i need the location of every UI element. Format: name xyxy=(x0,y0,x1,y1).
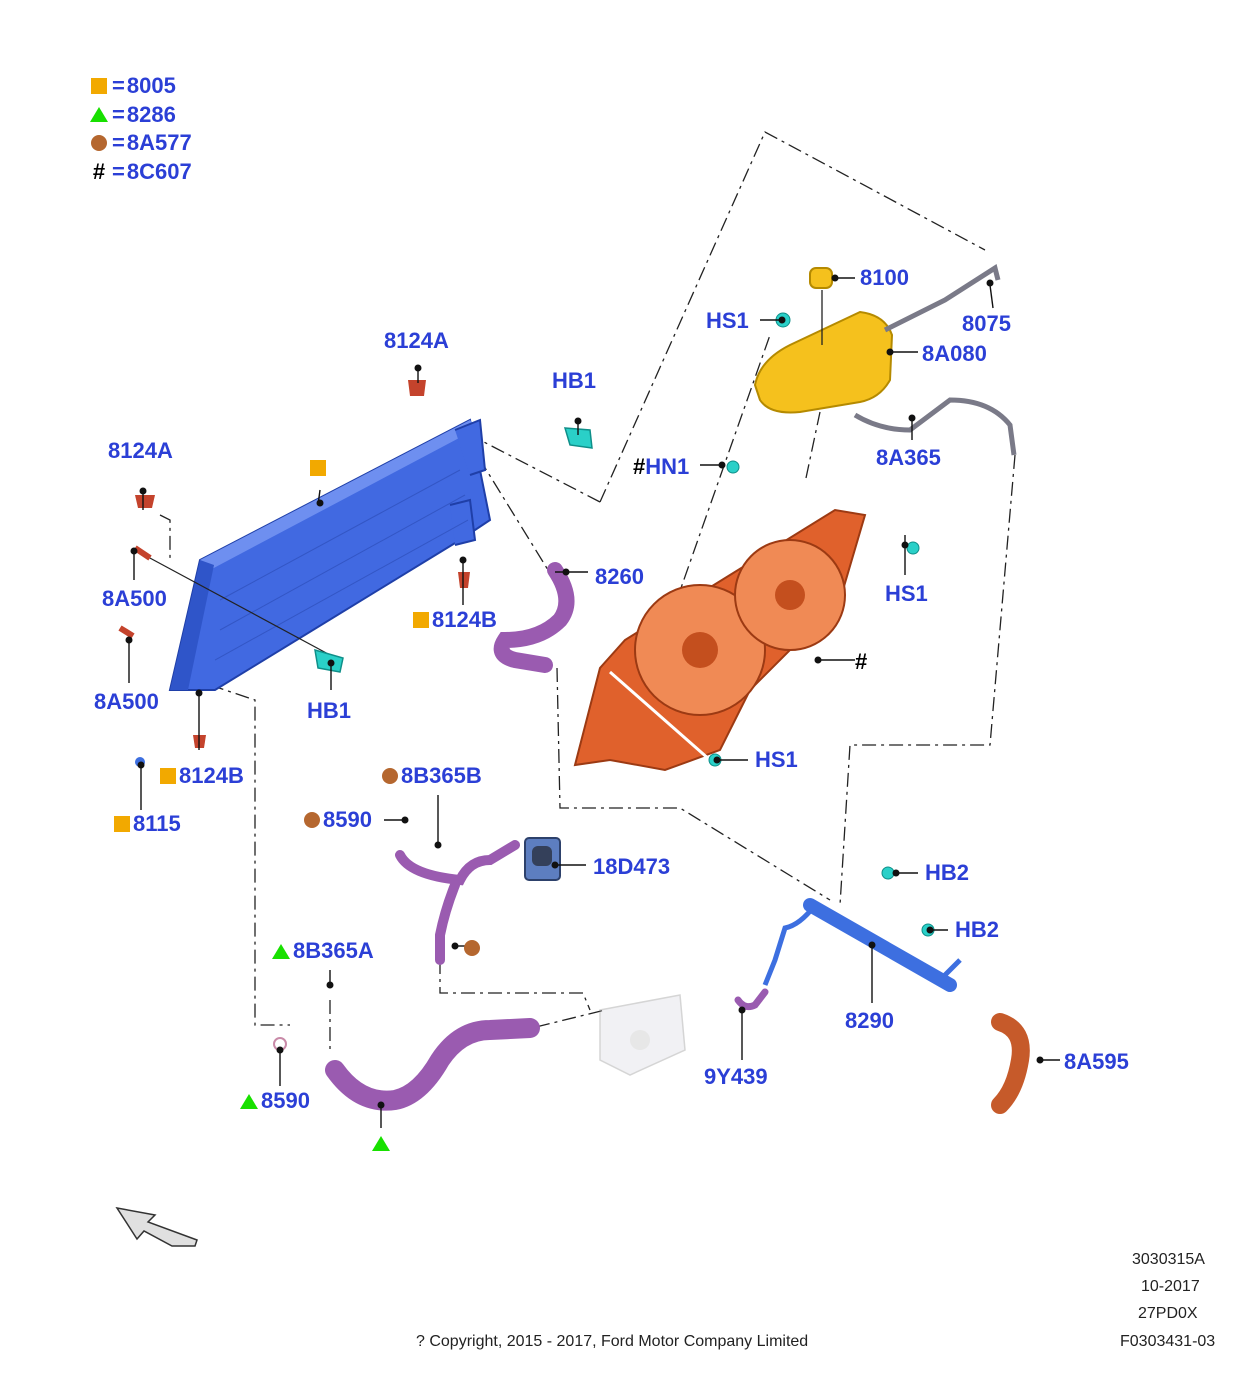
legend-row-circle: = 8A577 xyxy=(88,129,192,158)
callout-8124A-top: 8124A xyxy=(384,328,449,353)
fasteners xyxy=(118,312,935,1051)
callout-8A500-b: 8A500 xyxy=(94,689,159,714)
fan-shroud xyxy=(573,508,867,772)
callout-8590-top-text: 8590 xyxy=(323,807,372,832)
callout-hn1: #HN1 xyxy=(633,455,689,479)
legend-equals: = xyxy=(112,101,125,127)
callout-8A595: 8A595 xyxy=(1064,1049,1129,1074)
hash-marker-icon: # xyxy=(855,649,868,674)
callout-8124B-a: 8124B xyxy=(413,608,497,632)
actuator-18D473 xyxy=(524,837,561,881)
legend-equals: = xyxy=(112,73,125,99)
doc-figure-id: F0303431-03 xyxy=(1120,1333,1216,1350)
legend-row-hash: # = 8C607 xyxy=(88,158,192,187)
hose-8260 xyxy=(493,562,575,673)
doc-code: 3030315A xyxy=(1132,1251,1205,1268)
callout-hs1-top: HS1 xyxy=(706,308,749,333)
heater-hose xyxy=(395,840,520,965)
legend-code: 8005 xyxy=(126,73,176,99)
connector-lines xyxy=(159,131,1016,1050)
callout-hb2-a: HB2 xyxy=(925,860,970,885)
callout-8115-text: 8115 xyxy=(133,811,181,836)
legend-code: 8A577 xyxy=(126,130,192,156)
callout-hb1-bottom: HB1 xyxy=(307,698,352,723)
front-direction-arrow-icon xyxy=(115,1206,198,1247)
callout-8100: 8100 xyxy=(860,265,909,290)
callout-8590-top: 8590 xyxy=(304,808,372,832)
callout-8B365A: 8B365A xyxy=(272,939,374,963)
legend-code: 8286 xyxy=(126,101,176,127)
callout-8590-bottom-text: 8590 xyxy=(261,1088,310,1113)
square-marker-icon xyxy=(114,816,130,832)
callout-8115: 8115 xyxy=(114,812,181,836)
callout-8124A-left: 8124A xyxy=(108,438,173,463)
callout-8124B-b: 8124B xyxy=(160,764,244,788)
lower-hose xyxy=(325,1018,540,1111)
copyright: ? Copyright, 2015 - 2017, Ford Motor Com… xyxy=(416,1333,809,1350)
doc-date: 10-2017 xyxy=(1141,1278,1200,1295)
callout-hb2-b: HB2 xyxy=(955,917,1000,942)
callout-9Y439: 9Y439 xyxy=(704,1064,768,1089)
hash-marker-icon: # xyxy=(633,454,646,479)
callout-8124B-b-text: 8124B xyxy=(179,763,244,788)
leader-dots xyxy=(125,274,1044,1109)
coolant-tube-8290 xyxy=(762,898,962,992)
radiator xyxy=(134,418,492,691)
callout-18D473: 18D473 xyxy=(593,854,671,879)
legend-row-square: = 8005 xyxy=(88,72,192,101)
callout-8124B-a-text: 8124B xyxy=(432,607,497,632)
circle-marker-middle xyxy=(464,937,480,961)
circle-marker-icon xyxy=(304,812,320,828)
square-marker-icon xyxy=(160,768,176,784)
callout-hs1-bottom: HS1 xyxy=(755,747,798,772)
callout-8590-bottom: 8590 xyxy=(240,1089,310,1113)
doc-model: 27PD0X xyxy=(1138,1305,1198,1322)
callout-fan-hash: # xyxy=(855,650,867,674)
legend-row-triangle: = 8286 xyxy=(88,101,192,130)
square-marker-icon xyxy=(413,612,429,628)
circle-marker-icon xyxy=(464,940,480,956)
callout-8A080: 8A080 xyxy=(922,341,987,366)
callout-8B365B-text: 8B365B xyxy=(401,763,482,788)
triangle-marker-icon xyxy=(372,1136,390,1151)
callout-8075: 8075 xyxy=(962,311,1011,336)
triangle-marker-bottom xyxy=(372,1132,390,1156)
callout-8290: 8290 xyxy=(845,1008,894,1033)
coolant-reservoir xyxy=(753,264,1017,456)
legend: = 8005 = 8286 = 8A577 # = 8C607 xyxy=(88,72,192,186)
callout-hn1-text: HN1 xyxy=(645,454,690,479)
square-marker-radiator xyxy=(310,457,326,481)
triangle-marker-icon xyxy=(90,107,108,123)
hash-marker-icon: # xyxy=(92,158,106,184)
callout-hb1-top: HB1 xyxy=(552,368,597,393)
callout-8B365B: 8B365B xyxy=(382,764,482,788)
callout-8260: 8260 xyxy=(595,564,644,589)
square-marker-icon xyxy=(310,460,326,476)
triangle-marker-icon xyxy=(272,944,290,959)
circle-marker-icon xyxy=(382,768,398,784)
callout-8A365: 8A365 xyxy=(876,445,941,470)
faded-engine-part xyxy=(599,994,686,1076)
callout-8B365A-text: 8B365A xyxy=(293,938,374,963)
callout-8A500-a: 8A500 xyxy=(102,586,167,611)
triangle-marker-icon xyxy=(240,1094,258,1109)
leader-lines xyxy=(128,277,1060,1128)
legend-equals: = xyxy=(112,130,125,156)
hose-8A595 xyxy=(991,1013,1030,1114)
hose-9Y439 xyxy=(734,988,769,1011)
legend-code: 8C607 xyxy=(126,158,192,184)
square-marker-icon xyxy=(91,78,107,95)
callout-hs1-right: HS1 xyxy=(885,581,928,606)
legend-equals: = xyxy=(112,158,125,184)
circle-marker-icon xyxy=(91,135,107,152)
